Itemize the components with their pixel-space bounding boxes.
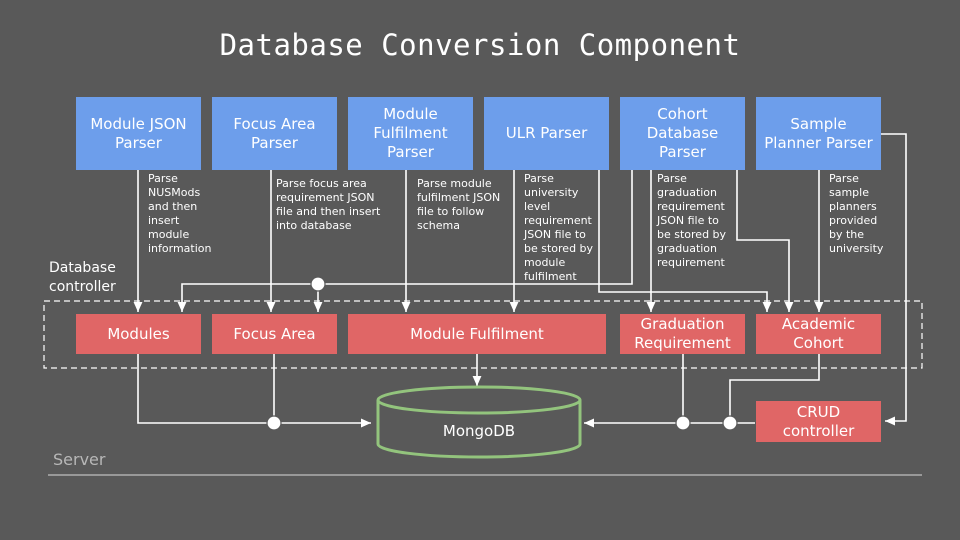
crud-controller: CRUD controller (756, 401, 881, 442)
arrow-modules-to-mongodb (137, 354, 371, 428)
database-controller-label: Database controller (49, 260, 116, 295)
module-fulfilment-table: Module Fulfilment (348, 314, 606, 354)
sample-planner-parser: Sample Planner Parser (756, 97, 881, 170)
arrow-cohort-to-modules-junction (177, 170, 633, 312)
note-cohort: Parse graduation requirement JSON file t… (657, 172, 727, 269)
ulr-parser: ULR Parser (484, 97, 609, 170)
note-ulr: Parse university level requirement JSON … (524, 172, 594, 283)
academic-cohort-table: Academic Cohort (756, 314, 881, 354)
arrow-cohort-to-academic-cohort (736, 170, 794, 312)
arrow-academic-cohort-to-mongodb (683, 354, 820, 424)
mongodb-label: MongoDB (442, 422, 516, 440)
module-fulfilment-parser: Module Fulfilment Parser (348, 97, 473, 170)
note-focus-area: Parse focus area requirement JSON file a… (276, 177, 381, 232)
arrow-sample-planner-to-crud (881, 133, 907, 426)
note-module-fulfilment: Parse module fulfilment JSON file to fol… (417, 177, 501, 232)
database-controller-region (43, 300, 923, 369)
junction-dot-controller (310, 276, 326, 292)
junction-dot-cohort (722, 415, 738, 431)
module-json-parser: Module JSON Parser (76, 97, 201, 170)
junction-dot-graduation (675, 415, 691, 431)
junction-dot-focus-area (266, 415, 282, 431)
cohort-database-parser: Cohort Database Parser (620, 97, 745, 170)
focus-area-parser: Focus Area Parser (212, 97, 337, 170)
arrow-graduation-to-mongodb (584, 354, 684, 428)
arrow-ulr-to-academic-cohort (598, 170, 772, 312)
focus-area-table: Focus Area (212, 314, 337, 354)
graduation-requirement-table: Graduation Requirement (620, 314, 745, 354)
server-label: Server (53, 450, 106, 469)
mongodb-cylinder (376, 385, 582, 459)
diagram-title: Database Conversion Component (219, 28, 741, 62)
note-sample-planner: Parse sample planners provided by the un… (829, 172, 884, 255)
note-module-json: Parse NUSMods and then insert module inf… (148, 172, 212, 255)
modules-table: Modules (76, 314, 201, 354)
